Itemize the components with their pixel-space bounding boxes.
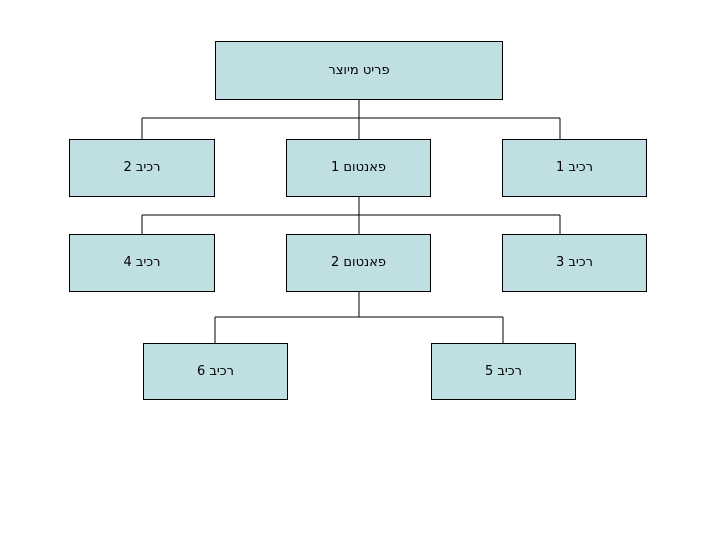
node-label: פאנטום 2 [330, 255, 387, 271]
node-rachiv-4[interactable]: רכיב 4 [69, 234, 215, 292]
connector-group-level-1-to-2 [141, 197, 561, 234]
node-label: רכיב 6 [196, 363, 235, 379]
connector-group-level-2-to-3 [214, 292, 504, 343]
node-label: רכיב 4 [123, 255, 161, 271]
node-label: רכיב 1 [555, 160, 594, 176]
node-label: רכיב 2 [123, 160, 161, 176]
node-phantom-2[interactable]: פאנטום 2 [286, 234, 431, 292]
node-manufactured-item[interactable]: פריט מיוצר [215, 41, 503, 100]
node-label: פאנטום 1 [330, 160, 387, 176]
node-label: רכיב 5 [484, 363, 523, 379]
node-rachiv-5[interactable]: רכיב 5 [431, 343, 576, 400]
node-label: רכיב 3 [555, 255, 594, 271]
node-phantom-1[interactable]: פאנטום 1 [286, 139, 431, 197]
node-rachiv-2[interactable]: רכיב 2 [69, 139, 215, 197]
connector-group-level-0-to-1 [141, 100, 561, 139]
node-rachiv-1[interactable]: רכיב 1 [502, 139, 647, 197]
node-label: פריט מיוצר [328, 62, 390, 78]
node-rachiv-6[interactable]: רכיב 6 [143, 343, 288, 400]
node-rachiv-3[interactable]: רכיב 3 [502, 234, 647, 292]
